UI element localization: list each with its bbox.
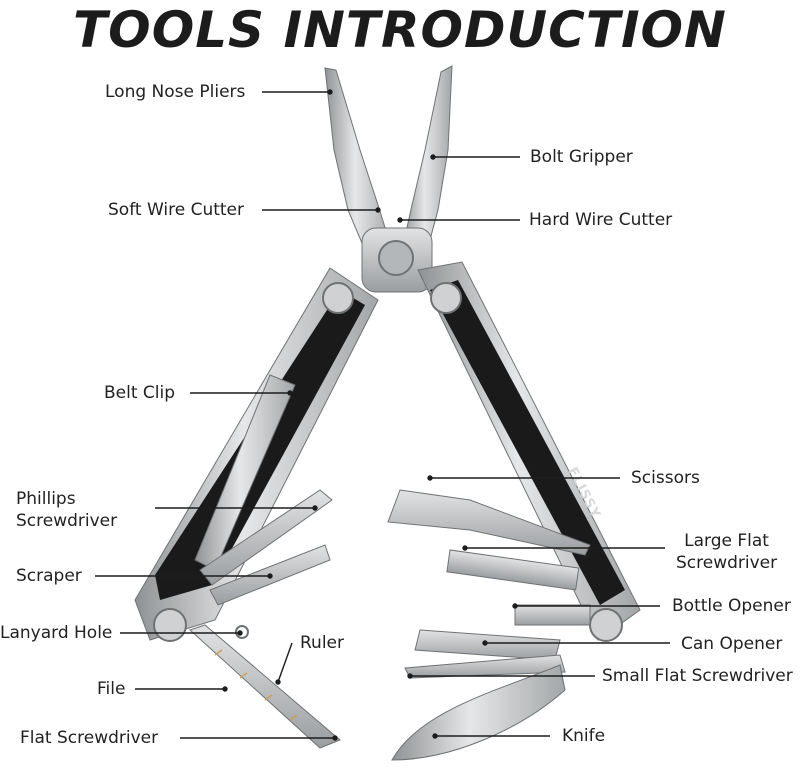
left-handle: [134, 267, 379, 642]
leader-lines: [95, 89, 670, 741]
label-scissors: Scissors: [631, 468, 700, 488]
label-soft-wire-cutter: Soft Wire Cutter: [108, 200, 245, 220]
large-flat-screwdriver-tool: [446, 549, 580, 591]
label-ruler: Ruler: [300, 633, 344, 653]
pivot-screw: [378, 240, 414, 276]
right-pivot-screw: [589, 608, 623, 642]
label-belt-clip: Belt Clip: [104, 383, 176, 403]
scissors-tool: [387, 489, 591, 556]
left-tools: [189, 489, 341, 749]
file-ruler-tool: [189, 624, 341, 749]
label-small-flat-screwdriver: Small Flat Screwdriver: [602, 666, 793, 686]
label-long-nose-pliers: Long Nose Pliers: [105, 82, 246, 102]
label-hard-wire-cutter: Hard Wire Cutter: [529, 210, 673, 230]
bottle-opener-tool: [514, 604, 591, 626]
left-handle-screw: [322, 282, 354, 314]
label-phillips-screwdriver: Phillips Screwdriver: [16, 488, 117, 532]
label-large-flat-screwdriver: Large Flat Screwdriver: [676, 530, 777, 574]
label-scraper: Scraper: [16, 566, 82, 586]
right-handle: [417, 261, 641, 642]
label-phillips-screwdriver-line2: Screwdriver: [16, 511, 118, 531]
label-flat-screwdriver: Flat Screwdriver: [20, 728, 159, 748]
label-large-flat-screwdriver-line1: Large Flat: [684, 531, 769, 551]
ruler-marks: [214, 649, 298, 721]
label-can-opener: Can Opener: [681, 634, 783, 654]
label-knife: Knife: [562, 726, 606, 746]
label-file: File: [97, 679, 126, 699]
label-lanyard-hole: Lanyard Hole: [0, 623, 113, 643]
pliers-jaws: [324, 65, 453, 293]
label-bolt-gripper: Bolt Gripper: [530, 147, 633, 167]
page-title: TOOLS INTRODUCTION: [73, 1, 727, 59]
phillips-screwdriver-tool: [199, 489, 333, 586]
can-opener-tool: [414, 629, 561, 661]
label-phillips-screwdriver-line1: Phillips: [16, 489, 76, 509]
lanyard-pivot-screw: [153, 608, 187, 642]
label-bottle-opener: Bottle Opener: [672, 596, 791, 616]
label-large-flat-screwdriver-line2: Screwdriver: [676, 553, 778, 573]
right-handle-screw: [430, 282, 462, 314]
right-handle-grip: [430, 280, 625, 605]
knife-blade: [391, 664, 566, 761]
